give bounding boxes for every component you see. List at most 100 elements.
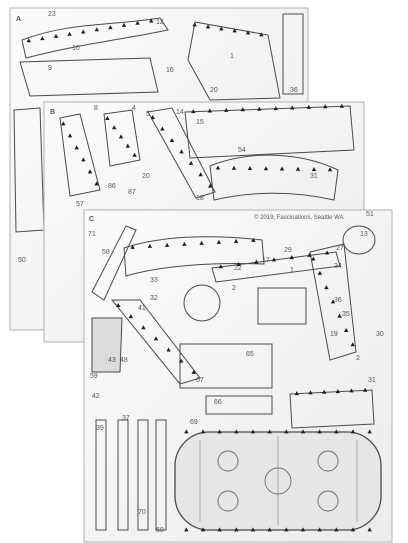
- part-number: 67: [196, 377, 204, 384]
- sheet-c-label: C: [89, 216, 94, 223]
- connector-tab: [307, 252, 312, 257]
- connector-tab: [26, 38, 31, 43]
- connector-tab: [232, 28, 237, 33]
- part-number: 10: [72, 45, 80, 52]
- part-number: 29: [284, 247, 292, 254]
- connector-tab: [135, 20, 140, 25]
- sheet-a-stick-part: [21, 17, 169, 59]
- connector-tab: [53, 33, 59, 38]
- goal-net-part: [91, 317, 123, 373]
- player-arm-part: [110, 299, 201, 385]
- connector-tab: [367, 429, 372, 434]
- part-number: 34: [334, 263, 342, 270]
- part-number: 70: [138, 509, 146, 516]
- connector-tab: [224, 107, 229, 112]
- part-number: 4: [132, 105, 136, 112]
- sheet-b-wave-part: [209, 154, 339, 201]
- connector-tab: [294, 391, 300, 396]
- connector-tab: [231, 165, 237, 170]
- connector-tab: [367, 527, 372, 532]
- connector-tab: [254, 259, 259, 264]
- part-number: 17: [262, 257, 270, 264]
- connector-tab: [178, 358, 184, 363]
- connector-tab: [324, 285, 329, 290]
- part-number: 12: [156, 19, 164, 26]
- connector-tab: [267, 527, 272, 532]
- sheet-b-skate-part: [103, 109, 141, 167]
- part-number: 48: [120, 357, 128, 364]
- connector-tab: [200, 527, 206, 532]
- sheet-a-label: A: [16, 16, 21, 23]
- goalie-pad-part: [123, 236, 265, 277]
- part-number: 87: [128, 189, 136, 196]
- part-number: 16: [166, 67, 174, 74]
- part-number: 5: [146, 111, 150, 118]
- part-number: 36: [334, 297, 342, 304]
- connector-tab: [300, 527, 306, 532]
- connector-tab: [182, 241, 187, 246]
- connector-tab: [240, 107, 245, 112]
- connector-tab: [306, 104, 311, 109]
- connector-tab: [198, 172, 203, 177]
- connector-tab: [317, 527, 322, 532]
- connector-tab: [362, 387, 368, 392]
- connector-tab-layer: [26, 18, 372, 532]
- connector-tab: [311, 256, 316, 261]
- connector-tab: [199, 240, 204, 245]
- connector-tab: [324, 250, 330, 255]
- sheet-a-jersey-part: [187, 21, 281, 101]
- connector-tab: [217, 527, 222, 532]
- part-number: 35: [342, 311, 350, 318]
- part-number: 19: [330, 331, 338, 338]
- connector-tab: [289, 255, 294, 260]
- part-number: 30: [376, 331, 384, 338]
- part-number: 69: [190, 419, 198, 426]
- connector-tab: [250, 527, 256, 532]
- part-number: 2: [232, 285, 236, 292]
- connector-tab: [267, 429, 272, 434]
- rail-part-3: [137, 419, 149, 531]
- connector-tab: [94, 27, 99, 32]
- connector-tab: [166, 347, 171, 352]
- connector-tab: [234, 527, 239, 532]
- connector-tab: [271, 257, 277, 262]
- connector-tab: [300, 429, 306, 434]
- part-number: 9: [48, 65, 52, 72]
- sheet-c: C © 2019, Fascinations, Seattle WA: [83, 209, 393, 543]
- part-number: 32: [150, 295, 158, 302]
- connector-tab: [169, 137, 175, 142]
- connector-tab: [290, 105, 295, 110]
- connector-tab: [349, 388, 354, 393]
- connector-tab: [343, 327, 349, 332]
- connector-tab: [233, 238, 239, 243]
- part-number: 1: [230, 53, 234, 60]
- sheet-b-label: B: [50, 109, 55, 116]
- connector-tab: [216, 239, 222, 244]
- stick-shaft-part: [211, 251, 341, 283]
- part-number: 66: [214, 399, 222, 406]
- part-number: 18: [196, 195, 204, 202]
- connector-tab: [184, 527, 189, 532]
- connector-tab: [150, 115, 155, 120]
- part-number: 36: [290, 87, 298, 94]
- connector-tab: [215, 165, 221, 170]
- connector-tab: [218, 264, 224, 269]
- part-number: 33: [150, 277, 158, 284]
- connector-tab: [350, 429, 356, 434]
- connector-tab: [250, 429, 256, 434]
- part-number: 13: [360, 231, 368, 238]
- connector-tab: [263, 166, 269, 171]
- part-number: 1: [290, 267, 294, 274]
- part-number: 60: [156, 527, 164, 534]
- part-number: 65: [246, 351, 254, 358]
- part-number: 71: [88, 231, 96, 238]
- connector-tab: [245, 30, 251, 35]
- connector-tab: [350, 527, 356, 532]
- connector-tab: [179, 149, 184, 154]
- connector-tab: [279, 166, 285, 171]
- part-number: 42: [92, 393, 100, 400]
- part-number: 14: [176, 109, 184, 116]
- connector-tab: [251, 237, 256, 242]
- connector-tab: [200, 429, 206, 434]
